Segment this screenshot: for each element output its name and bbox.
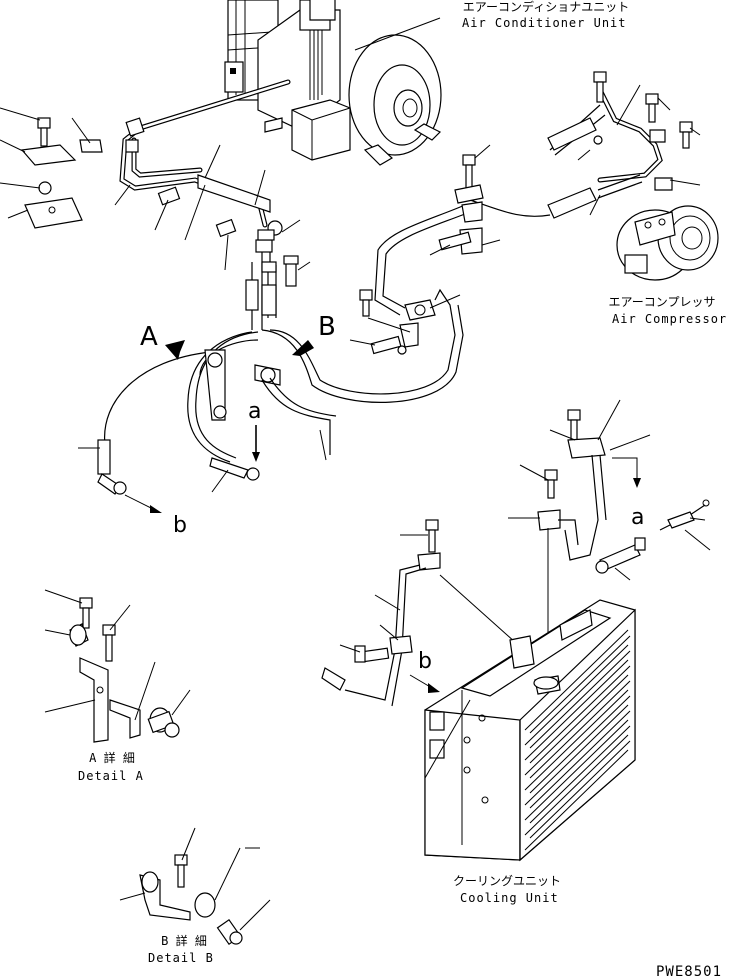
arrow-right-icon — [428, 683, 440, 693]
detail-a-label-en: Detail A — [78, 769, 144, 783]
leader-line — [519, 464, 549, 481]
air-conditioner-unit-label-jp: エアーコンディショナユニット — [463, 0, 629, 14]
leader-line — [319, 429, 327, 461]
arrow-down-icon — [252, 452, 260, 462]
leader-line — [609, 434, 651, 451]
view-a-arrow-icon — [165, 340, 185, 360]
air-conditioner-unit-label-en: Air Conditioner Unit — [462, 16, 627, 30]
view-a-marker: A — [140, 322, 158, 352]
drawing-code: PWE8501 — [656, 964, 722, 979]
air-compressor — [616, 205, 719, 281]
cooling-unit-label-jp: クーリングユニット — [453, 874, 561, 888]
ref-a-top: a — [248, 399, 261, 424]
leader-line — [657, 97, 671, 111]
air-compressor-label-en: Air Compressor — [612, 312, 727, 326]
air-conditioner-unit — [224, 0, 442, 166]
leader-line — [577, 149, 591, 161]
detail-a-label-jp: A 詳 細 — [89, 750, 135, 765]
ref-b-cooling: b — [418, 649, 432, 674]
leader-line — [429, 244, 451, 256]
arrow-down-icon — [633, 478, 641, 488]
left-leader-lines — [0, 107, 311, 271]
left-piping-assembly — [119, 79, 291, 330]
detail-b-label-jp: B 詳 細 — [161, 933, 207, 948]
leader-line — [614, 567, 631, 581]
arrow-right-icon — [150, 505, 162, 513]
leader-line — [379, 624, 399, 641]
cooling-unit — [424, 599, 636, 862]
left-hardware — [20, 117, 299, 287]
refrigerant-hoses — [97, 288, 464, 495]
leader-line — [689, 127, 701, 136]
leader-line — [684, 529, 711, 551]
air-compressor-label-jp: エアーコンプレッサ — [609, 295, 716, 309]
cooling-unit-label-en: Cooling Unit — [460, 891, 559, 905]
leader-line — [597, 399, 621, 441]
leader-line — [374, 594, 401, 611]
b-clamp-parts — [349, 289, 461, 355]
leader-line — [474, 144, 491, 159]
leader-line — [669, 179, 701, 186]
leader-line — [481, 239, 501, 246]
detail-b — [119, 827, 271, 946]
leader-line — [549, 429, 576, 441]
arrow-a-right-line — [612, 457, 638, 480]
leader-line — [589, 194, 601, 216]
detail-a — [44, 589, 191, 743]
leader-line — [211, 469, 229, 493]
leader-line — [339, 644, 361, 653]
detail-b-label-en: Detail B — [148, 951, 214, 965]
cooling-hose-assembly — [537, 409, 710, 680]
ref-a-right: a — [631, 505, 644, 530]
leader-line — [354, 17, 441, 51]
ref-b-left: b — [173, 513, 187, 538]
compressor-piping — [374, 71, 693, 316]
leader-line — [616, 84, 641, 126]
view-b-marker: B — [318, 312, 336, 342]
cooling-unit-feed-hose — [321, 519, 536, 707]
